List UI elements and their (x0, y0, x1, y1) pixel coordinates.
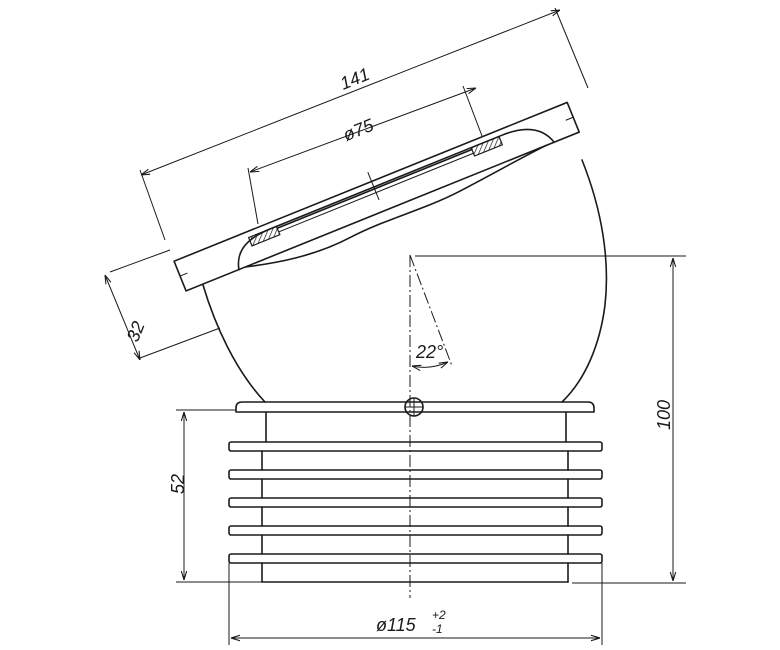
angle-arc (412, 362, 448, 367)
socket-collar (235, 401, 595, 413)
dim-d115-label: ø115 (376, 615, 417, 635)
dim-32-label: 32 (123, 318, 149, 344)
dim-100-label: 100 (654, 400, 674, 430)
ring-4 (228, 525, 603, 536)
dim-141-line (141, 10, 560, 175)
dim-32-line (105, 275, 140, 360)
seal-ring-left (247, 225, 281, 247)
angle-label: 22° (415, 342, 443, 362)
ring-3 (228, 497, 603, 508)
elbow-body-left (202, 284, 266, 403)
inner-cutaway (237, 128, 555, 271)
dim-d115-tol-lower: -1 (432, 622, 443, 636)
dim-52-label: 52 (168, 474, 188, 494)
dim-d115-tol-upper: +2 (432, 608, 446, 622)
dim-141-label: 141 (337, 64, 372, 94)
dim-d75-label: ø75 (340, 115, 377, 146)
ring-1 (228, 441, 603, 452)
ring-5 (228, 553, 603, 564)
ring-2 (228, 469, 603, 480)
elbow-body-right (561, 159, 608, 403)
dim-d75-line (250, 88, 476, 172)
corrugated-socket (228, 401, 603, 583)
